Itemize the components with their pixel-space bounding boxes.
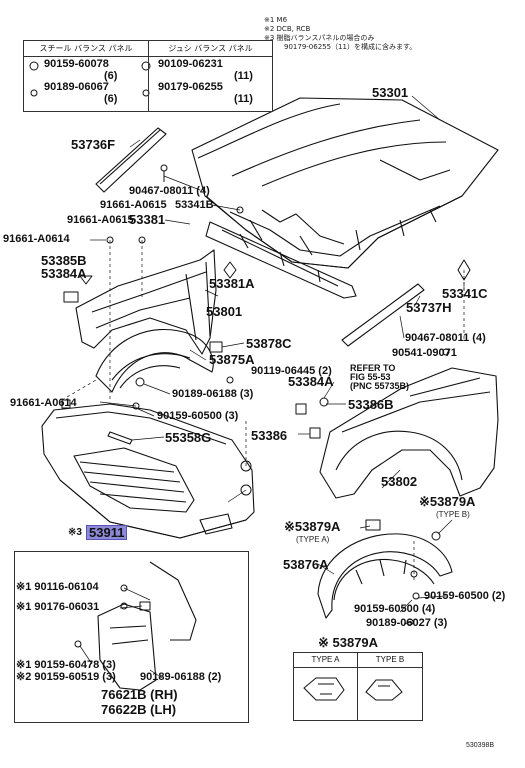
table-divider bbox=[148, 41, 149, 111]
type-label: (TYPE B) bbox=[436, 510, 470, 519]
part-label[interactable]: 90159-60500 (4) bbox=[354, 603, 436, 615]
part-label[interactable]: 90159-60500 (2) bbox=[424, 590, 506, 602]
part-label[interactable]: 76621B (RH) bbox=[101, 687, 178, 702]
part-label[interactable]: 53381A bbox=[209, 276, 255, 291]
part-qty: (6) bbox=[104, 93, 118, 105]
hood-part bbox=[191, 97, 499, 269]
panel-bolt-table: スチール バランス パネル ジュシ バランス パネル bbox=[23, 40, 273, 112]
part-label[interactable]: 53341C bbox=[442, 286, 488, 301]
reference-text: (PNC 55735B) bbox=[350, 381, 410, 391]
part-label[interactable]: 53381 bbox=[129, 212, 166, 227]
mudguard-part bbox=[97, 561, 197, 691]
part-qty: (6) bbox=[104, 70, 118, 82]
part-label[interactable]: 90189-06067 bbox=[44, 81, 109, 93]
highlighted-part-label[interactable]: 53911 bbox=[86, 525, 128, 540]
part-label[interactable]: ※2 90159-60519 (3) bbox=[16, 671, 116, 683]
part-label[interactable]: 53301 bbox=[372, 85, 409, 100]
part-qty: (11) bbox=[234, 70, 253, 82]
part-label[interactable]: 53384A bbox=[41, 266, 87, 281]
type-a-header: TYPE A bbox=[294, 653, 357, 668]
part-label[interactable]: 91661-A0615 bbox=[67, 214, 134, 226]
note-1: ※1 M6 bbox=[264, 16, 288, 24]
part-label[interactable]: 53386 bbox=[251, 428, 288, 443]
part-label[interactable]: 53875A bbox=[209, 352, 255, 367]
part-label[interactable]: 90189-06188 (3) bbox=[172, 388, 254, 400]
part-label[interactable]: ※ 53879A bbox=[318, 635, 379, 650]
part-label[interactable]: 90159-60078 bbox=[44, 58, 109, 70]
figure-code: 530398B bbox=[466, 742, 495, 749]
part-label[interactable]: ※1 90116-06104 bbox=[16, 581, 99, 593]
note-marker: ※3 bbox=[68, 527, 82, 538]
part-label[interactable]: ※53879A bbox=[284, 519, 341, 534]
part-label[interactable]: 91661-A0615 bbox=[100, 199, 167, 211]
clip-type-glyphs bbox=[303, 677, 403, 701]
part-label[interactable]: 53341B bbox=[175, 199, 214, 211]
part-label[interactable]: 76622B (LH) bbox=[101, 702, 177, 717]
part-label[interactable]: 90109-06231 bbox=[158, 58, 223, 70]
part-label[interactable]: 91661-A0614 bbox=[3, 233, 70, 245]
note-3b: 90179-06255（11）を構成に含みます。 bbox=[284, 43, 417, 51]
leader-lines bbox=[61, 95, 465, 679]
part-label[interactable]: 53737H bbox=[406, 300, 452, 315]
part-label[interactable]: 53385B bbox=[41, 253, 87, 268]
hood-rail-part bbox=[205, 221, 357, 299]
front-panel-part bbox=[41, 403, 255, 539]
part-label[interactable]: 90189-06188 (2) bbox=[140, 671, 222, 683]
part-label[interactable]: 55358G bbox=[165, 430, 212, 445]
reference-text: FIG 55-53 bbox=[350, 372, 391, 382]
part-label[interactable]: 90467-08011 (4) bbox=[129, 185, 210, 197]
fender-apron-part bbox=[75, 249, 217, 355]
part-label[interactable]: 90467-08011 (4) bbox=[405, 332, 486, 344]
part-label[interactable]: 53801 bbox=[206, 304, 243, 319]
table-divider bbox=[357, 653, 358, 720]
fender-liner-part bbox=[95, 329, 214, 393]
note-3: ※3 樹脂バランスパネルの場合のみ bbox=[264, 34, 375, 42]
rear-liner-part bbox=[317, 533, 453, 619]
part-label[interactable]: 90189-06027 (3) bbox=[366, 617, 448, 629]
strip-part bbox=[107, 431, 133, 445]
mudguard-box bbox=[14, 551, 249, 723]
part-qty: (11) bbox=[234, 93, 253, 105]
front-fender-part bbox=[319, 367, 499, 499]
resin-panel-header: ジュシ バランス パネル bbox=[149, 41, 272, 57]
part-label[interactable]: 91661-A0614 bbox=[10, 397, 77, 409]
part-label[interactable]: 53386B bbox=[348, 397, 394, 412]
clip-type-table: TYPE A TYPE B bbox=[293, 652, 423, 721]
type-b-header: TYPE B bbox=[358, 653, 422, 668]
part-label[interactable]: ※53879A bbox=[419, 494, 476, 509]
part-label[interactable]: ※1 90159-60478 (3) bbox=[16, 659, 116, 671]
part-label[interactable]: 90541-09071 bbox=[392, 347, 457, 359]
part-label[interactable]: 90179-06255 bbox=[158, 81, 223, 93]
part-label[interactable]: 53876A bbox=[283, 557, 329, 572]
side-seal-part bbox=[341, 283, 425, 347]
part-label[interactable]: 90159-60500 (3) bbox=[157, 410, 239, 422]
part-label[interactable]: 53736F bbox=[71, 137, 116, 152]
reference-text: REFER TO bbox=[350, 363, 396, 373]
part-label[interactable]: 90119-06445 (2) bbox=[251, 365, 332, 377]
part-label[interactable]: 53878C bbox=[246, 336, 292, 351]
part-label[interactable]: 53802 bbox=[381, 474, 418, 489]
type-label: (TYPE A) bbox=[296, 535, 330, 544]
part-label[interactable]: ※1 90176-06031 bbox=[16, 601, 100, 613]
steel-panel-header: スチール バランス パネル bbox=[24, 41, 148, 57]
part-label[interactable]: 53384A bbox=[288, 374, 334, 389]
hood-seal-part bbox=[95, 127, 167, 193]
note-2: ※2 DCB, RCB bbox=[264, 25, 311, 33]
